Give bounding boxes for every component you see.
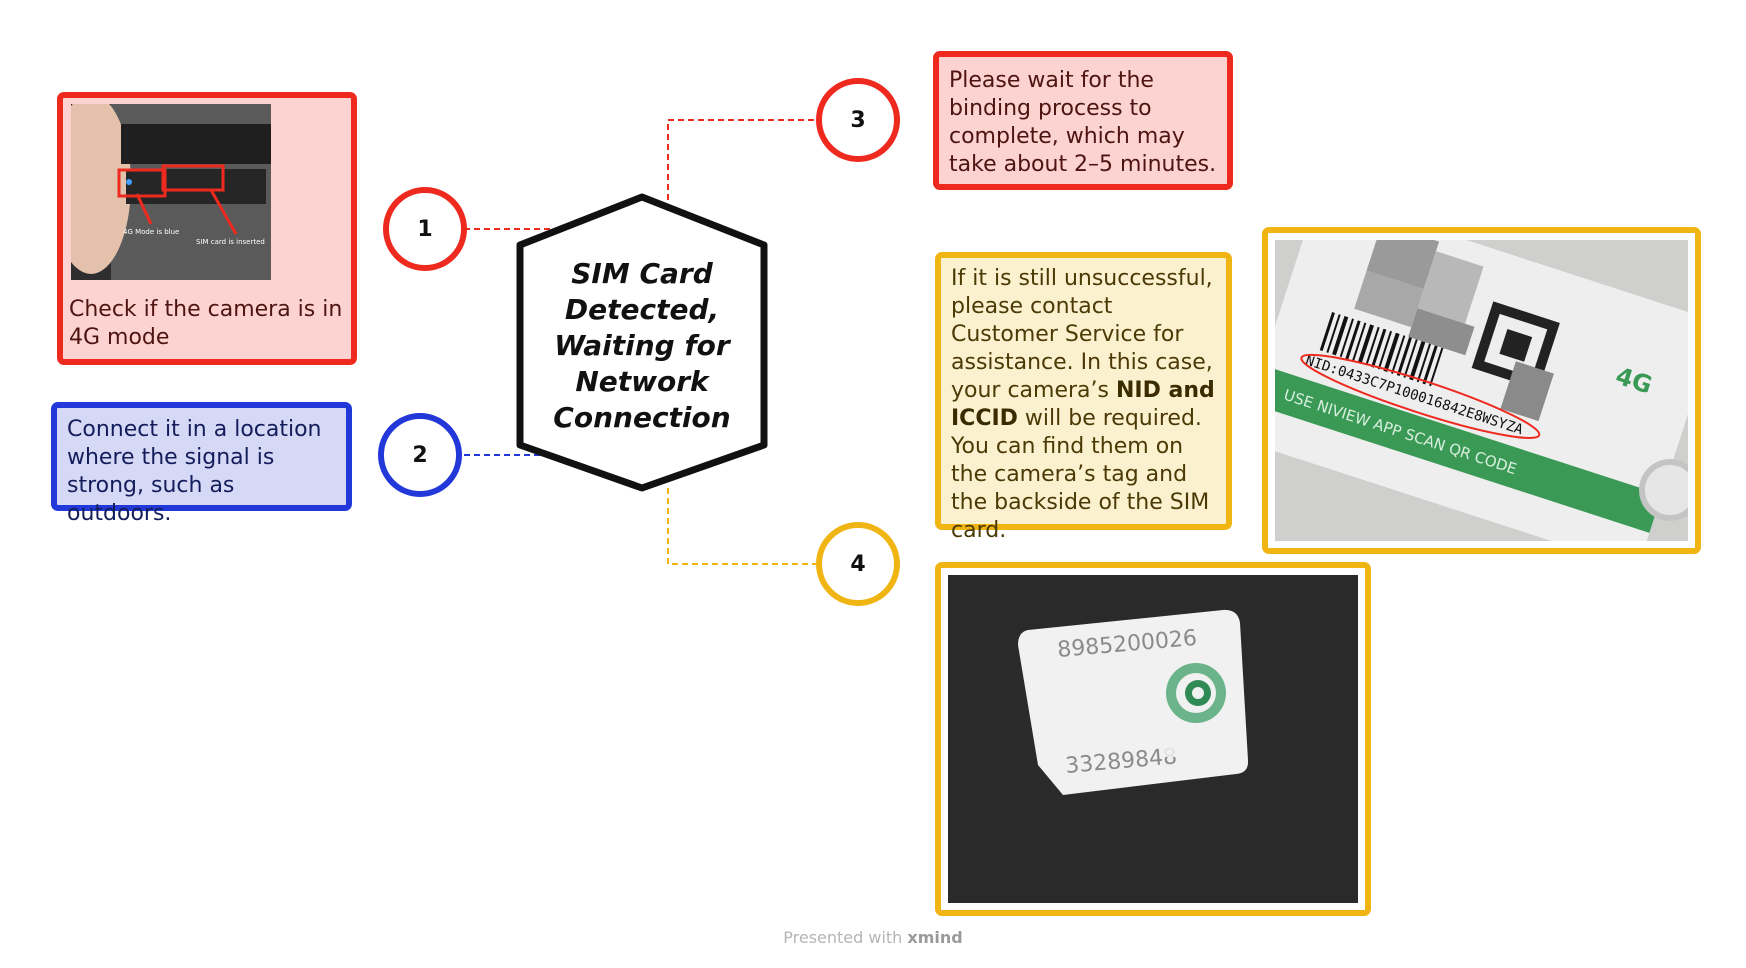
step-1-badge: 1 bbox=[383, 187, 467, 271]
step-2-text: Connect it in a location where the signa… bbox=[67, 417, 322, 526]
step-3-card: Please wait for the binding process to c… bbox=[933, 51, 1233, 190]
central-topic-line: Connection bbox=[553, 401, 731, 434]
central-topic-line: Network bbox=[575, 365, 709, 398]
step-4-highlight: NID and ICCID bbox=[951, 378, 1215, 431]
step-number: 1 bbox=[417, 216, 433, 242]
step-4-text: If it is still unsuccessful, please cont… bbox=[951, 266, 1213, 403]
step-3-text: Please wait for the binding process to c… bbox=[949, 68, 1217, 177]
step-2-badge: 2 bbox=[378, 413, 462, 497]
central-hexagon bbox=[516, 193, 768, 492]
central-topic-line: SIM Card bbox=[571, 257, 713, 290]
step-number: 3 bbox=[850, 107, 866, 133]
step-1-card: 4G Mode is blue SIM card is inserted Che… bbox=[57, 92, 357, 365]
step-2-card: Connect it in a location where the signa… bbox=[51, 402, 352, 526]
camera-4g-photo: 4G Mode is blue SIM card is inserted bbox=[71, 104, 271, 280]
step-1-text: Check if the camera is in 4G mode bbox=[69, 297, 343, 350]
connector-4 bbox=[667, 488, 818, 565]
central-topic: SIM Card Detected, Waiting for Network C… bbox=[516, 236, 768, 456]
central-topic-line: Detected, bbox=[564, 293, 720, 326]
camera-tag-photo-card: NID:0433C7P100016842E8WSYZA USE NIVIEW A… bbox=[1262, 227, 1701, 554]
step-4-text-end: will be required. You can find them on t… bbox=[951, 406, 1210, 543]
photo-label-sim-inserted: SIM card is inserted bbox=[196, 238, 265, 246]
step-3-badge: 3 bbox=[816, 78, 900, 162]
sim-card-photo-card: 8985200026 33289848 bbox=[935, 562, 1371, 916]
connector-3 bbox=[667, 119, 818, 200]
sim-card-photo: 8985200026 33289848 bbox=[948, 575, 1358, 903]
central-topic-line: Waiting for bbox=[554, 329, 730, 362]
step-number: 2 bbox=[412, 442, 428, 468]
step-number: 4 bbox=[850, 551, 866, 577]
footer-prefix: Presented with bbox=[783, 928, 903, 947]
xmind-logo: xmind bbox=[907, 928, 963, 947]
step-4-card: If it is still unsuccessful, please cont… bbox=[935, 252, 1232, 543]
photo-label-4g-mode: 4G Mode is blue bbox=[123, 228, 179, 236]
camera-tag-photo: NID:0433C7P100016842E8WSYZA USE NIVIEW A… bbox=[1275, 240, 1688, 541]
footer: Presented with xmind bbox=[0, 928, 1746, 947]
step-4-badge: 4 bbox=[816, 522, 900, 606]
